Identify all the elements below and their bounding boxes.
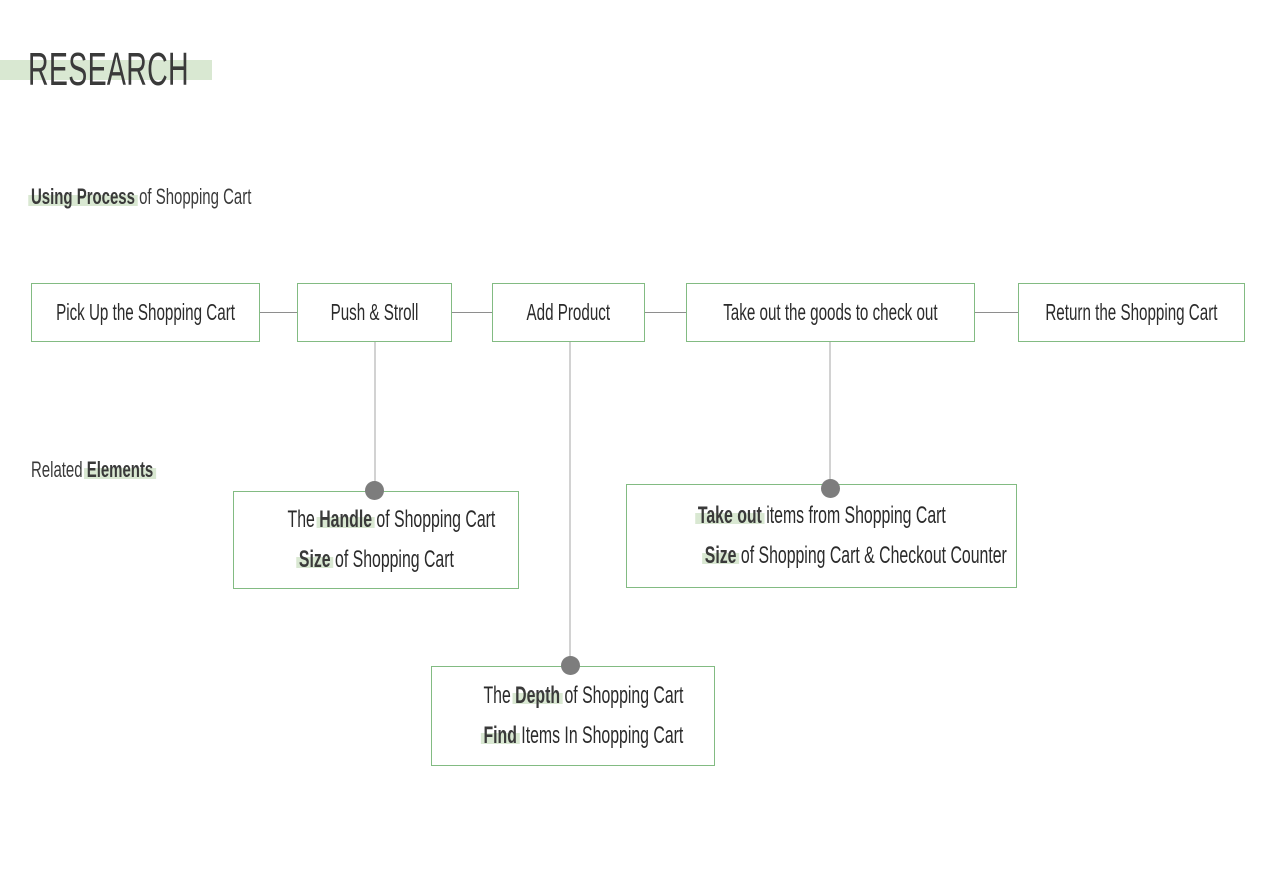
flow-step-3-label: Add Product (526, 299, 611, 325)
flow-step-1-label: Pick Up the Shopping Cart (56, 299, 235, 325)
flow-step-5[interactable]: Return the Shopping Cart (1018, 283, 1245, 342)
detail-depth-find-line-2-emphasis: Find (480, 716, 520, 756)
detail-handle-size-line-1-post: of Shopping Cart (372, 506, 496, 533)
using-process-rest: of Shopping Cart (134, 184, 252, 209)
detail-handle-size-line-1-pre: The (287, 506, 320, 533)
flow-step-1[interactable]: Pick Up the Shopping Cart (31, 283, 260, 342)
detail-takeout-size-line-2-post: of Shopping Cart & Checkout Counter (736, 542, 1007, 569)
detail-takeout-size-line-2: Size of Shopping Cart & Checkout Counter (627, 536, 1016, 576)
connector-dot-takeout-size (821, 479, 840, 498)
detail-depth-find-line-1: The Depth of Shopping Cart (432, 676, 714, 716)
connector-step2-to-handle-size (374, 342, 377, 492)
connector-step2-step3 (451, 312, 493, 314)
connector-dot-depth-find (561, 656, 580, 675)
flow-step-3[interactable]: Add Product (492, 283, 645, 342)
detail-box-depth-find[interactable]: The Depth of Shopping Cart Find Items In… (431, 666, 715, 766)
detail-depth-find-line-1-post: of Shopping Cart (560, 682, 684, 709)
section-label-using-process: Using Process of Shopping Cart (28, 184, 355, 210)
detail-handle-size-line-2-post: of Shopping Cart (330, 546, 454, 573)
detail-depth-find-line-1-emphasis: Depth (512, 676, 563, 716)
detail-depth-find-line-2: Find Items In Shopping Cart (432, 716, 714, 756)
connector-step3-to-depth-find (569, 342, 572, 667)
detail-handle-size-line-2-emphasis: Size (295, 540, 333, 580)
flow-step-5-label: Return the Shopping Cart (1045, 299, 1218, 325)
flow-step-2[interactable]: Push & Stroll (297, 283, 452, 342)
connector-step4-to-takeout-size (829, 342, 832, 490)
detail-takeout-size-line-1-post: items from Shopping Cart (761, 502, 946, 529)
detail-takeout-size-line-1: Take out items from Shopping Cart (627, 496, 1016, 536)
related-elements-emphasis: Elements (84, 457, 156, 482)
connector-step1-step2 (259, 312, 298, 314)
connector-step4-step5 (974, 312, 1019, 314)
detail-depth-find-line-1-pre: The (483, 682, 516, 709)
detail-takeout-size-line-2-emphasis: Size (702, 536, 740, 576)
connector-step3-step4 (644, 312, 687, 314)
detail-depth-find-line-2-post: Items In Shopping Cart (516, 722, 684, 749)
detail-handle-size-line-1-emphasis: Handle (316, 500, 375, 540)
section-label-related-elements: Related Elements (31, 457, 211, 483)
using-process-emphasis: Using Process (28, 184, 138, 209)
detail-box-handle-size[interactable]: The Handle of Shopping Cart Size of Shop… (233, 491, 519, 589)
title-highlight-bar (0, 60, 212, 80)
related-elements-rest: Related (31, 457, 87, 482)
detail-handle-size-line-2: Size of Shopping Cart (234, 540, 518, 580)
page-title-block: RESEARCH (0, 38, 420, 100)
flow-step-4[interactable]: Take out the goods to check out (686, 283, 975, 342)
flow-step-2-label: Push & Stroll (330, 299, 419, 325)
page-title: RESEARCH (28, 43, 189, 95)
detail-handle-size-line-1: The Handle of Shopping Cart (234, 500, 518, 540)
detail-box-takeout-size[interactable]: Take out items from Shopping Cart Size o… (626, 484, 1017, 588)
flow-step-4-label: Take out the goods to check out (723, 299, 938, 325)
detail-takeout-size-line-1-emphasis: Take out (694, 496, 765, 536)
connector-dot-handle-size (365, 481, 384, 500)
